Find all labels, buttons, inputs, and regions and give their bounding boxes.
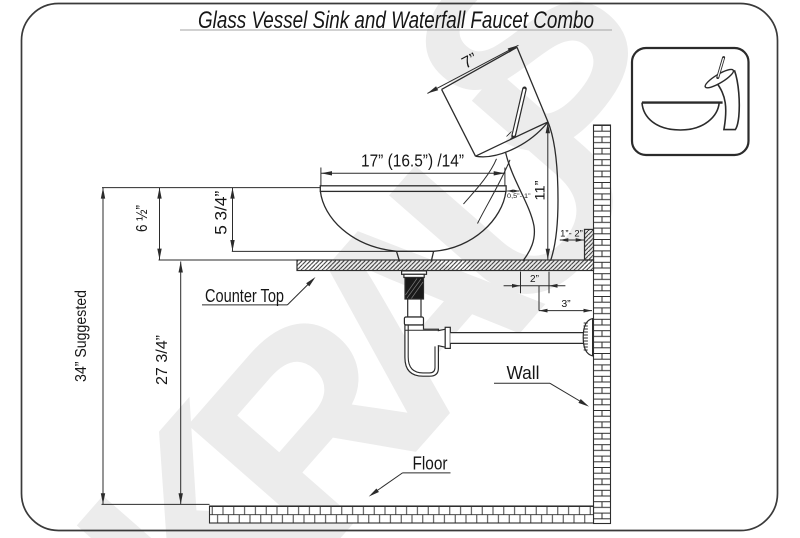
svg-text:2”: 2” <box>530 274 539 285</box>
svg-text:Glass Vessel Sink and Waterfal: Glass Vessel Sink and Waterfall Faucet C… <box>198 7 594 34</box>
svg-text:17” (16.5”) /14”: 17” (16.5”) /14” <box>361 151 464 171</box>
svg-text:11”: 11” <box>533 181 548 201</box>
svg-text:Counter Top: Counter Top <box>205 286 284 306</box>
svg-text:Floor: Floor <box>413 454 448 474</box>
svg-text:5 3/4”: 5 3/4” <box>213 191 231 235</box>
svg-text:6 ½”: 6 ½” <box>134 205 151 232</box>
svg-text:27 3/4”: 27 3/4” <box>154 335 171 385</box>
svg-text:34” Suggested: 34” Suggested <box>73 290 90 382</box>
svg-text:0,5”- 1”: 0,5”- 1” <box>507 194 531 200</box>
svg-text:3”: 3” <box>561 298 571 310</box>
svg-text:1”- 2”: 1”- 2” <box>560 229 583 240</box>
svg-text:Wall: Wall <box>507 363 540 383</box>
